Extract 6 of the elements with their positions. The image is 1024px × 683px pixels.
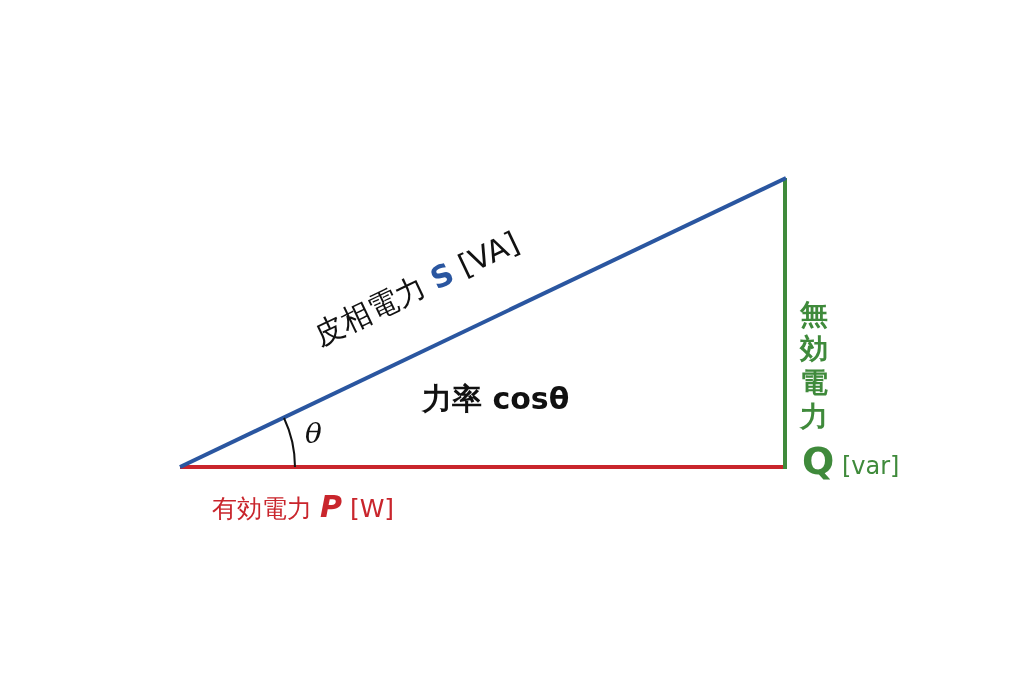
- side-label: 無効電力: [800, 298, 829, 435]
- center-label: 力率 cosθ: [422, 382, 570, 417]
- side-label: Q [var]: [802, 440, 900, 484]
- angle-label: θ: [305, 418, 322, 451]
- side-label: 皮相電力 S [VA]: [308, 225, 525, 353]
- side-label: 有効電力 P [W]: [212, 490, 395, 525]
